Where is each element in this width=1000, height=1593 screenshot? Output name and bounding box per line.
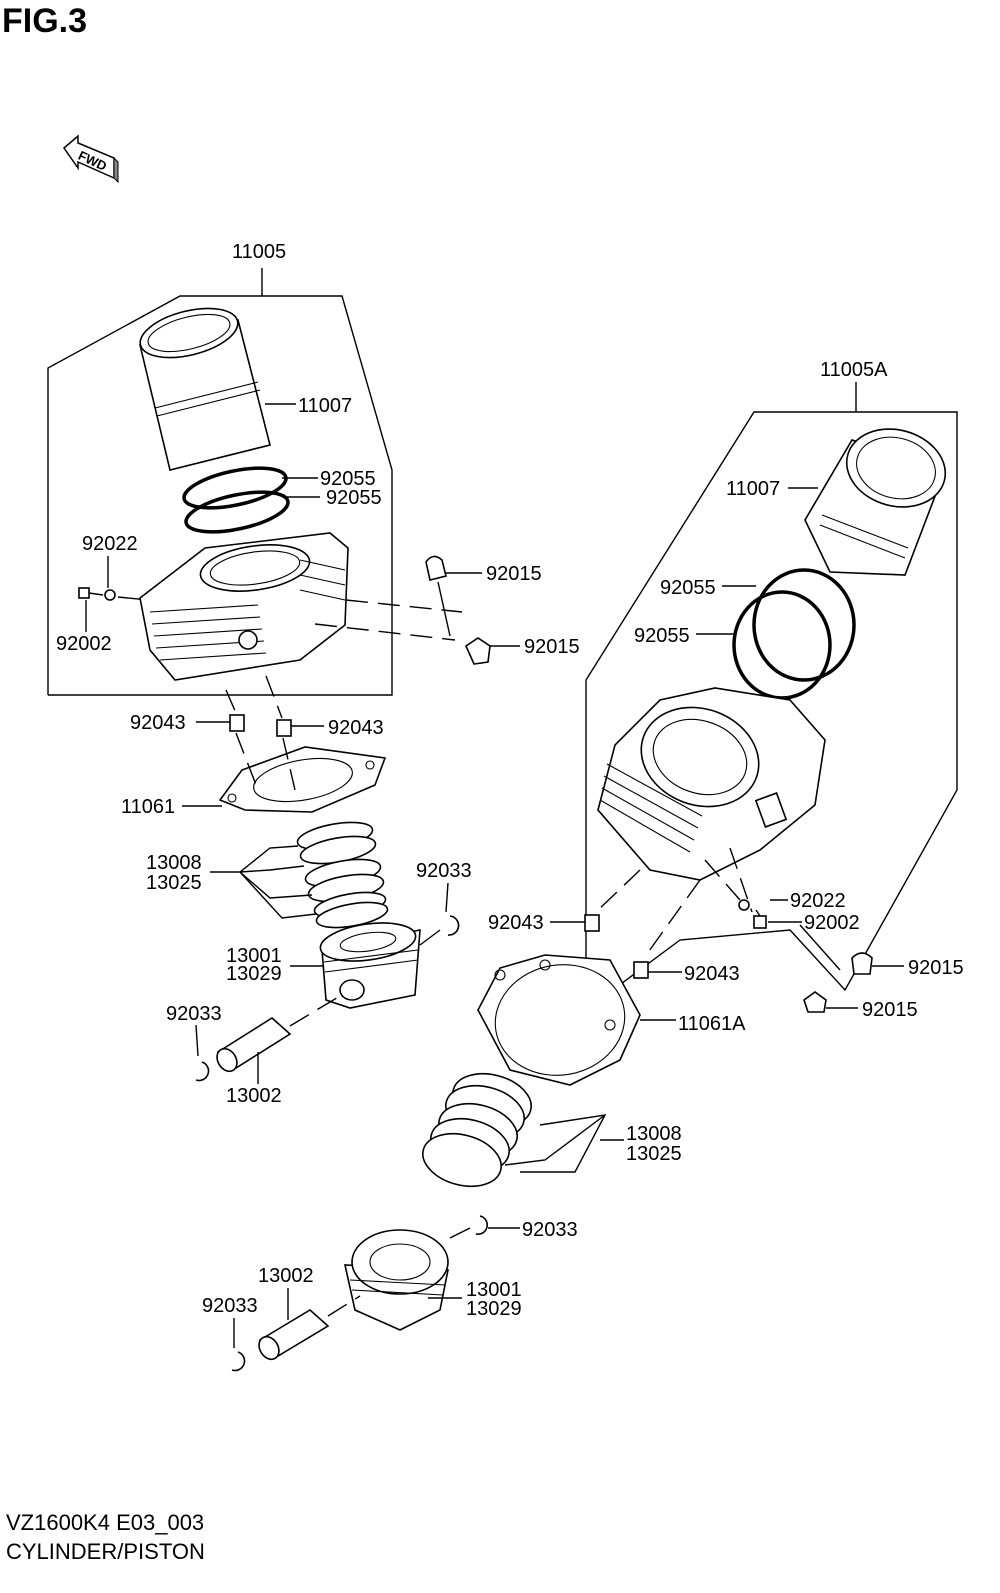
callout-92015-right-1: 92015	[908, 957, 964, 979]
cap-nut-right-2	[803, 991, 827, 1013]
callout-92002-left: 92002	[56, 633, 112, 655]
dowel-left-2	[276, 719, 292, 737]
o-ring-left-2	[184, 490, 290, 534]
cylinder-block-left	[139, 532, 349, 681]
piston-right	[343, 1229, 449, 1331]
callout-11005A: 11005A	[820, 359, 888, 381]
callout-92055-left-2: 92055	[326, 487, 382, 509]
circlip-left-2	[195, 1061, 210, 1082]
piston-pin-right	[258, 1309, 330, 1361]
o-ring-right-1	[752, 568, 856, 682]
cylinder-gasket-right	[477, 954, 641, 1086]
callout-11007-right: 11007	[726, 478, 780, 500]
callout-13029-left: 13029	[226, 963, 282, 985]
cylinder-block-right	[597, 687, 826, 881]
callout-11007-left: 11007	[298, 395, 352, 417]
callout-92055-right-1: 92055	[660, 577, 716, 599]
callout-92015-left-1: 92015	[486, 563, 542, 585]
callout-92033-left-1: 92033	[416, 860, 472, 882]
callout-13001-left: 13001	[226, 945, 282, 967]
circlip-right-2	[231, 1351, 246, 1372]
circlip-right-1	[475, 1215, 489, 1236]
dowel-right-1	[584, 914, 600, 932]
cap-nut-left-1	[425, 555, 447, 581]
callout-13025-right: 13025	[626, 1143, 682, 1165]
piston-left	[319, 922, 421, 1009]
washer-right	[738, 899, 750, 911]
figure-title: FIG.3	[2, 2, 88, 40]
section-name: CYLINDER/PISTON	[6, 1539, 205, 1564]
o-ring-left-1	[182, 466, 288, 510]
bolt-left	[78, 587, 104, 599]
callout-92022-left: 92022	[82, 533, 138, 555]
cap-nut-right-1	[851, 952, 873, 975]
callout-92043-left-2: 92043	[328, 717, 384, 739]
callout-11061: 11061	[121, 796, 175, 818]
cylinder-gasket-left	[218, 746, 387, 813]
callout-92055-right-2: 92055	[634, 625, 690, 647]
o-ring-right-2	[732, 590, 832, 700]
washer-left	[104, 589, 116, 601]
fwd-label: FWD	[76, 148, 109, 174]
callout-92002-right: 92002	[804, 912, 860, 934]
callout-13008-right: 13008	[626, 1123, 682, 1145]
dowel-right-2	[633, 961, 649, 979]
bolt-right	[753, 909, 767, 929]
callout-92033-right-2: 92033	[202, 1295, 258, 1317]
callout-92043-left-1: 92043	[130, 712, 186, 734]
dowel-left-1	[229, 714, 245, 732]
piston-rings-right	[422, 1072, 532, 1188]
callout-92033-right-1: 92033	[522, 1219, 578, 1241]
cylinder-liner-left	[139, 307, 271, 471]
cap-nut-left-2	[464, 637, 491, 665]
cylinder-assembly-bracket-left	[47, 295, 393, 696]
callout-13029-right: 13029	[466, 1298, 522, 1320]
piston-pin-left	[216, 1017, 292, 1073]
callout-11061A: 11061A	[678, 1013, 746, 1035]
circlip-left-1	[447, 915, 460, 936]
callout-13008-left: 13008	[146, 852, 202, 874]
callout-92055-left-1: 92055	[320, 468, 376, 490]
callout-92043-right-2: 92043	[684, 963, 740, 985]
callout-92022-right: 92022	[790, 890, 846, 912]
callout-92043-right-1: 92043	[488, 912, 544, 934]
callout-13002-right: 13002	[258, 1265, 314, 1287]
callout-92015-left-2: 92015	[524, 636, 580, 658]
callout-13025-left: 13025	[146, 872, 202, 894]
callout-13001-right: 13001	[466, 1279, 522, 1301]
model-code: VZ1600K4 E03_003	[6, 1510, 205, 1535]
fwd-arrow-icon: FWD	[62, 134, 119, 184]
callout-11005: 11005	[232, 241, 286, 263]
cylinder-liner-right	[804, 428, 947, 576]
callout-92033-left-2: 92033	[166, 1003, 222, 1025]
piston-rings-left	[296, 821, 389, 929]
callout-13002-left: 13002	[226, 1085, 282, 1107]
callout-92015-right-2: 92015	[862, 999, 918, 1021]
